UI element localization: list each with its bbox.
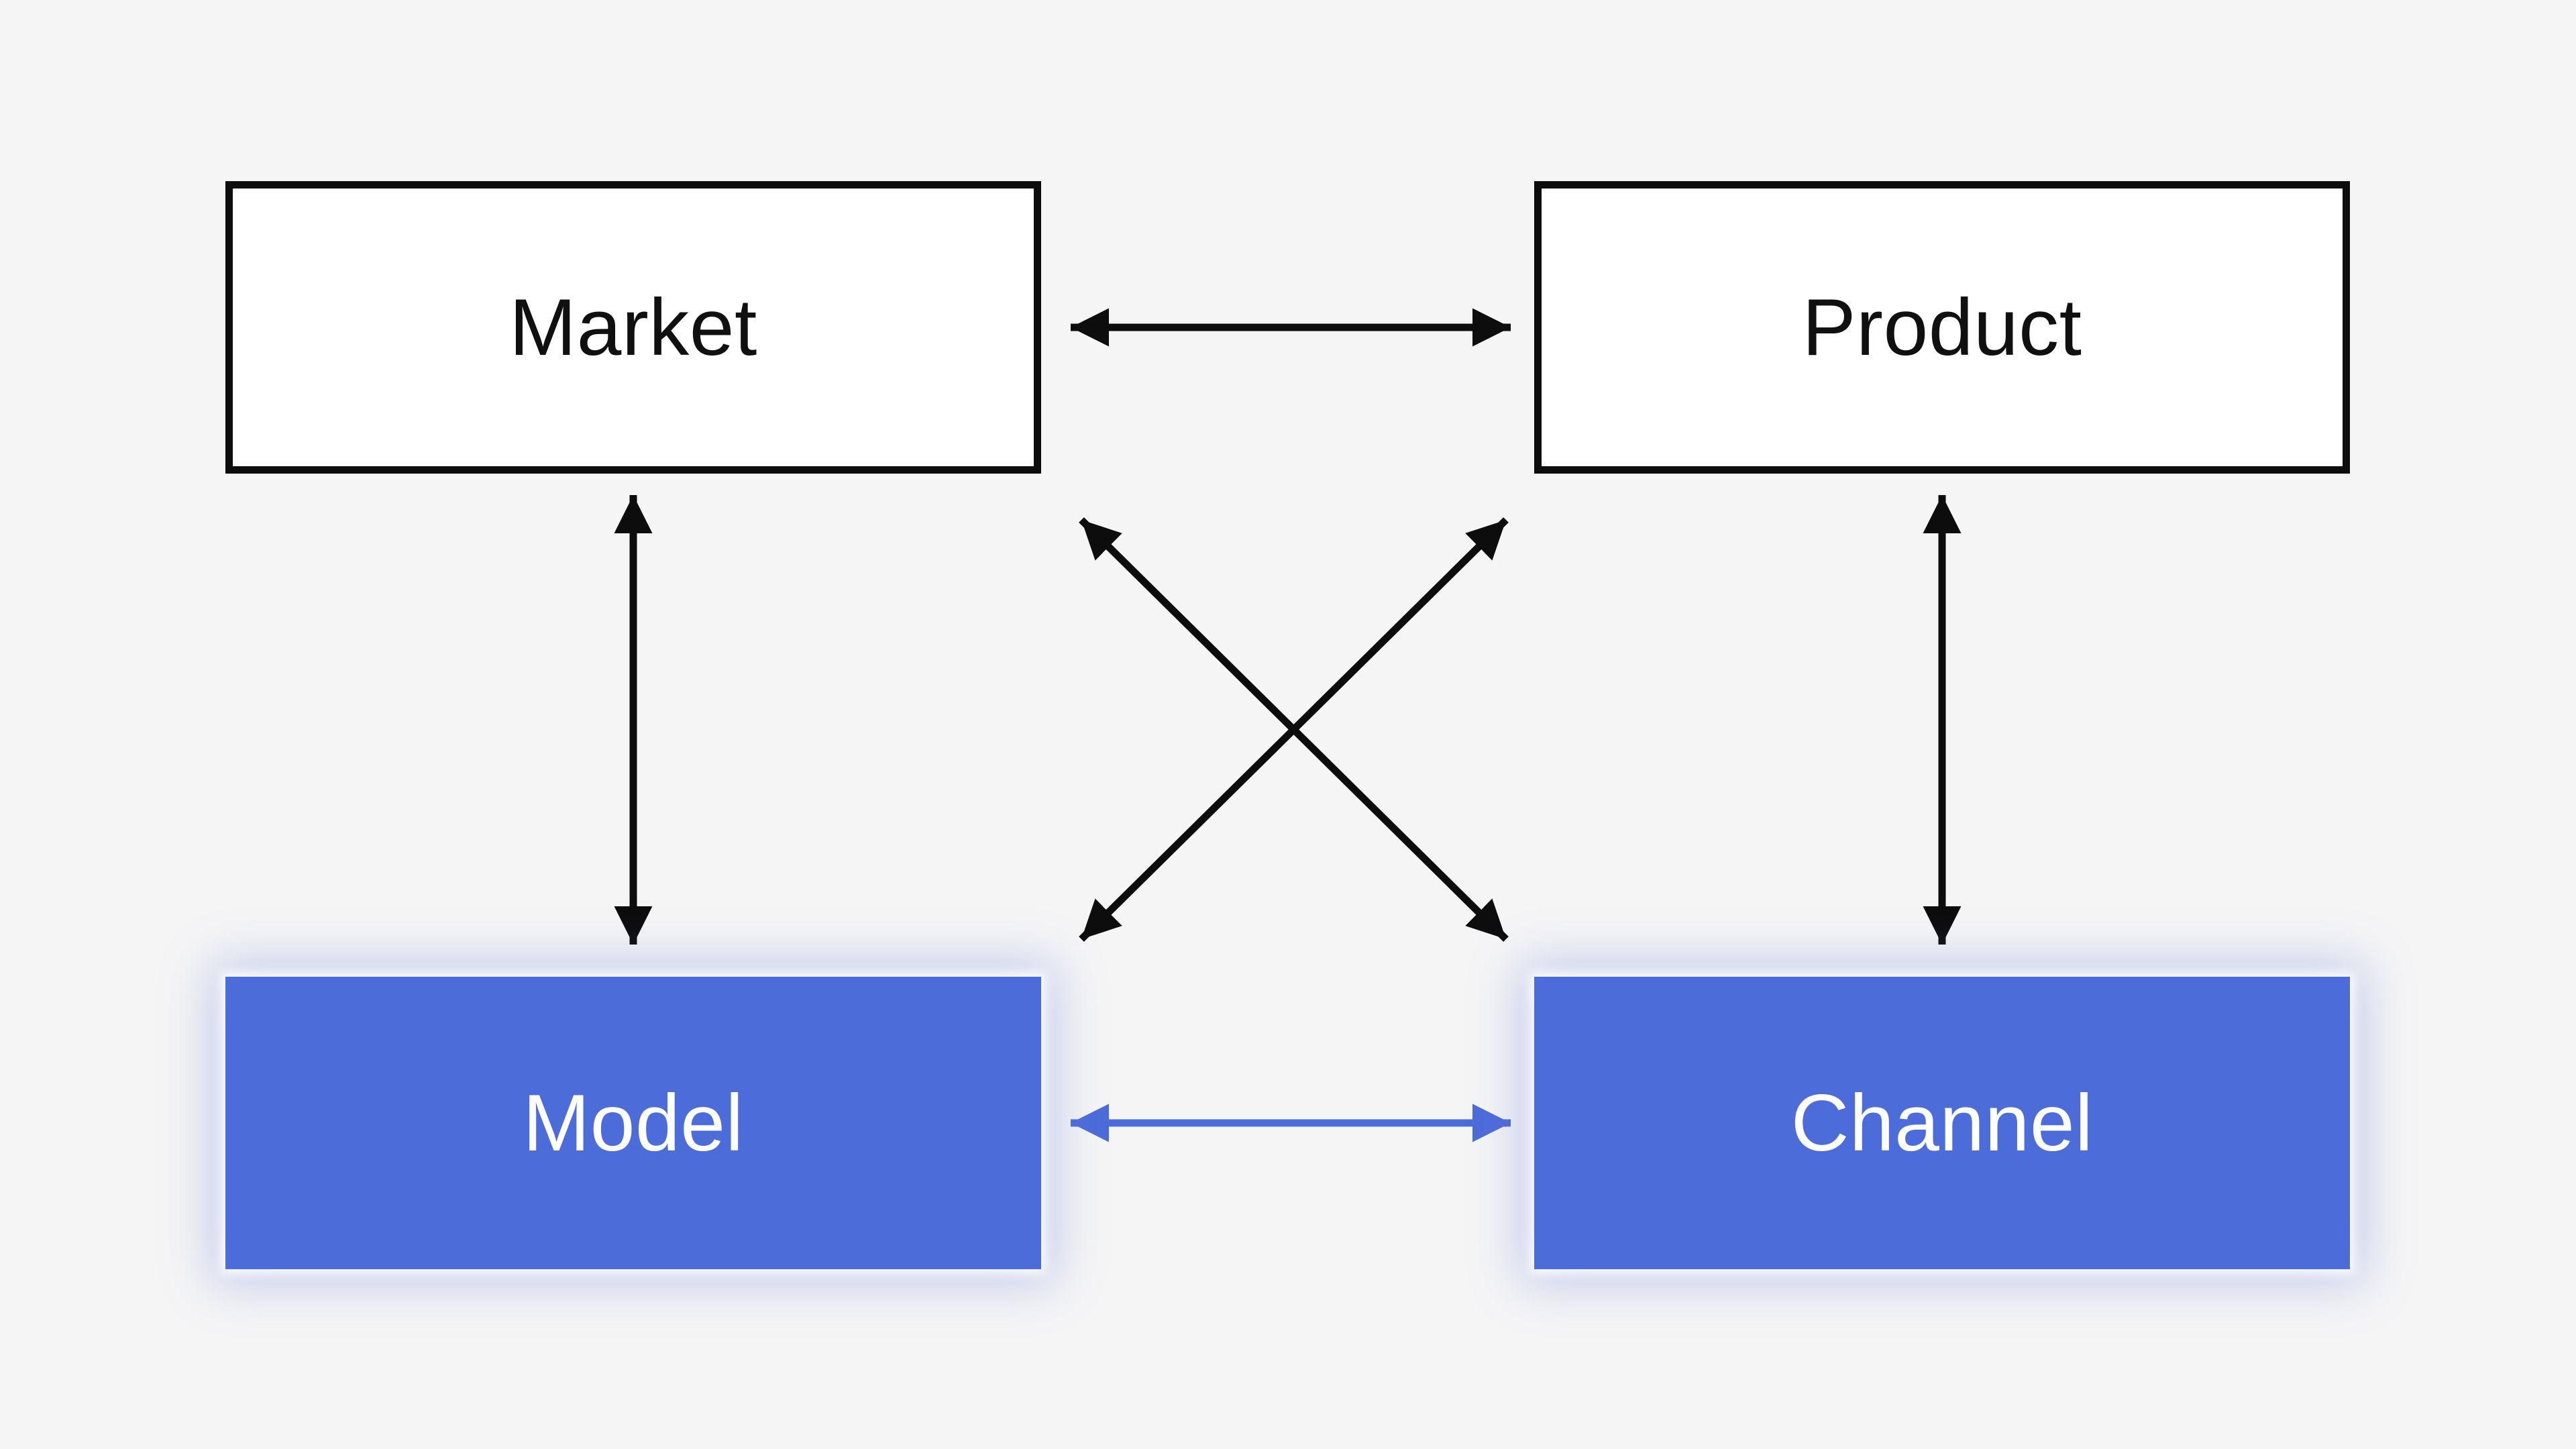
edge-product-model: [1079, 517, 1509, 942]
node-product: Product: [1534, 181, 2350, 474]
node-market-label: Market: [509, 282, 757, 372]
node-channel-label: Channel: [1790, 1078, 2094, 1168]
node-model: Model: [225, 977, 1041, 1269]
edge-market-channel: [1079, 517, 1509, 942]
node-market: Market: [225, 181, 1041, 474]
node-model-label: Model: [523, 1078, 744, 1168]
node-product-label: Product: [1802, 282, 2082, 372]
node-channel: Channel: [1534, 977, 2350, 1269]
